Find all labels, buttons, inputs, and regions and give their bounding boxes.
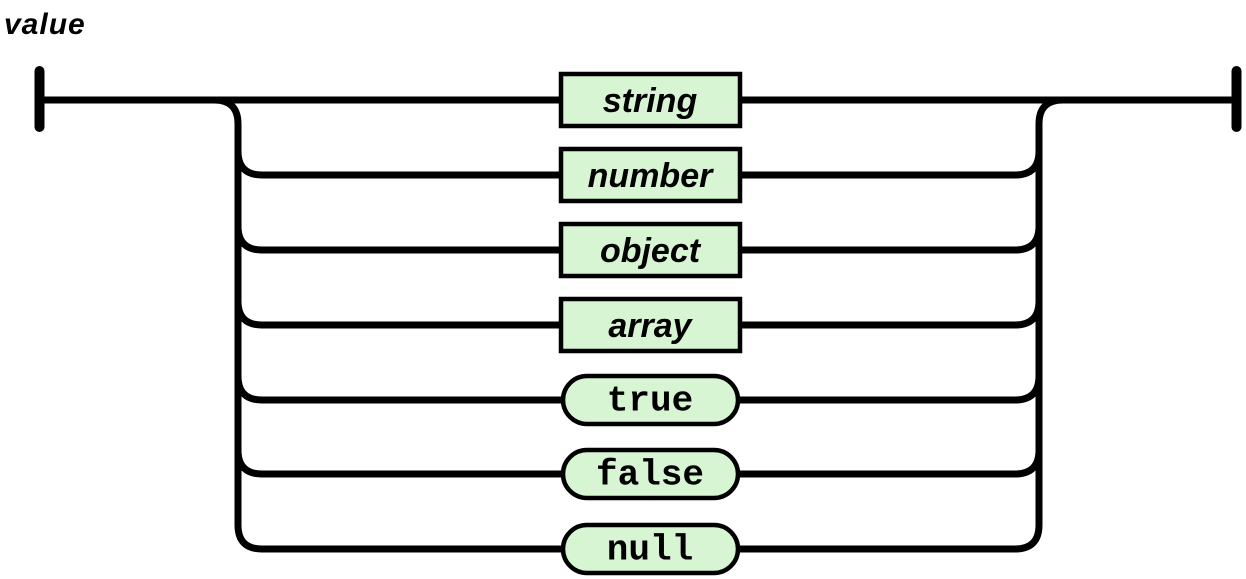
node-number-label: number — [588, 157, 714, 195]
node-true-box — [560, 373, 741, 427]
node-string-box — [558, 71, 743, 129]
right-branch-row-number — [726, 150, 1043, 179]
node-false-label: false — [596, 455, 704, 496]
node-number: number — [558, 146, 743, 204]
node-object-box — [558, 221, 743, 279]
left-branch-row-array — [234, 300, 575, 329]
node-null: null — [560, 522, 741, 576]
left-branch-row-number — [234, 150, 575, 179]
right-branch-row-false — [726, 449, 1043, 478]
left-branch-row-false — [234, 449, 575, 478]
right-branch-trunk — [726, 96, 1064, 553]
right-branch-row-array — [726, 300, 1043, 329]
node-array-label: array — [608, 307, 693, 345]
node-object-label: object — [600, 232, 702, 270]
diagram-title: value — [4, 8, 86, 41]
node-null-box — [560, 522, 741, 576]
node-array-box — [558, 296, 743, 354]
node-object: object — [558, 221, 743, 279]
node-null-label: null — [607, 530, 693, 571]
node-true-label: true — [607, 381, 693, 422]
left-branch-row-true — [234, 375, 575, 404]
right-branch-row-object — [726, 225, 1043, 254]
node-string-label: string — [603, 82, 698, 120]
node-number-box — [558, 146, 743, 204]
node-false-box — [560, 447, 741, 501]
node-string: string — [558, 71, 743, 129]
left-branch-row-object — [234, 225, 575, 254]
right-branch-row-true — [726, 375, 1043, 404]
node-array: array — [558, 296, 743, 354]
left-branch-trunk — [213, 96, 575, 553]
node-true: true — [560, 373, 741, 427]
node-false: false — [560, 447, 741, 501]
